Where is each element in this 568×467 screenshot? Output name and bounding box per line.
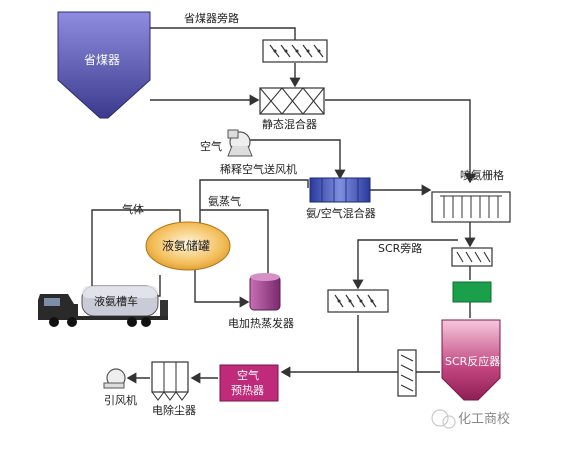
ammonia-air-mixer-label: 氨/空气混合器 xyxy=(306,207,376,220)
id-fan-label: 引风机 xyxy=(104,394,137,407)
dilution-fan-icon xyxy=(227,129,253,157)
scr-bypass-damper xyxy=(327,289,389,313)
air-label: 空气 xyxy=(200,140,222,153)
flow-lines xyxy=(91,27,476,384)
air-preheater-label-2: 预热器 xyxy=(231,384,264,397)
economizer-vessel xyxy=(57,11,151,119)
economizer-bypass-label: 省煤器旁路 xyxy=(184,12,239,25)
static-mixer xyxy=(259,87,325,115)
ammonia-injection-grid xyxy=(431,191,511,223)
gas-label: 气体 xyxy=(122,203,144,216)
scr-outlet-damper xyxy=(397,349,417,397)
scr-bypass-label: SCR旁路 xyxy=(378,242,423,255)
ammonia-air-mixer xyxy=(309,177,371,203)
liquid-ammonia-tank-label: 液氨储罐 xyxy=(162,239,211,253)
air-preheater xyxy=(219,364,279,402)
air-preheater-label-1: 空气 xyxy=(237,369,259,382)
scr-reactor xyxy=(441,319,501,401)
electric-evaporator xyxy=(249,273,281,311)
ammonia-grid-label: 喷氨栅格 xyxy=(460,169,504,182)
bypass-damper-top xyxy=(262,39,328,63)
catalyst-block xyxy=(452,281,492,303)
liquid-ammonia-tank xyxy=(145,221,231,271)
ammonia-vapor-label: 氨蒸气 xyxy=(208,195,241,208)
esp-label: 电除尘器 xyxy=(152,404,196,417)
electrostatic-precipitator xyxy=(151,361,189,401)
electric-evaporator-label: 电加热蒸发器 xyxy=(228,317,294,330)
static-mixer-label: 静态混合器 xyxy=(262,118,317,131)
watermark-text: 化工商校 xyxy=(458,412,511,427)
id-fan-icon xyxy=(103,368,126,389)
dilution-fan-label: 稀释空气送风机 xyxy=(220,163,297,176)
economizer-label: 省煤器 xyxy=(84,53,121,67)
tanker-truck xyxy=(38,285,168,327)
scr-reactor-label: SCR反应器 xyxy=(445,355,501,368)
tanker-truck-label: 液氨槽车 xyxy=(94,295,138,308)
watermark-icon xyxy=(431,409,456,429)
scr-inlet-damper xyxy=(451,247,493,267)
